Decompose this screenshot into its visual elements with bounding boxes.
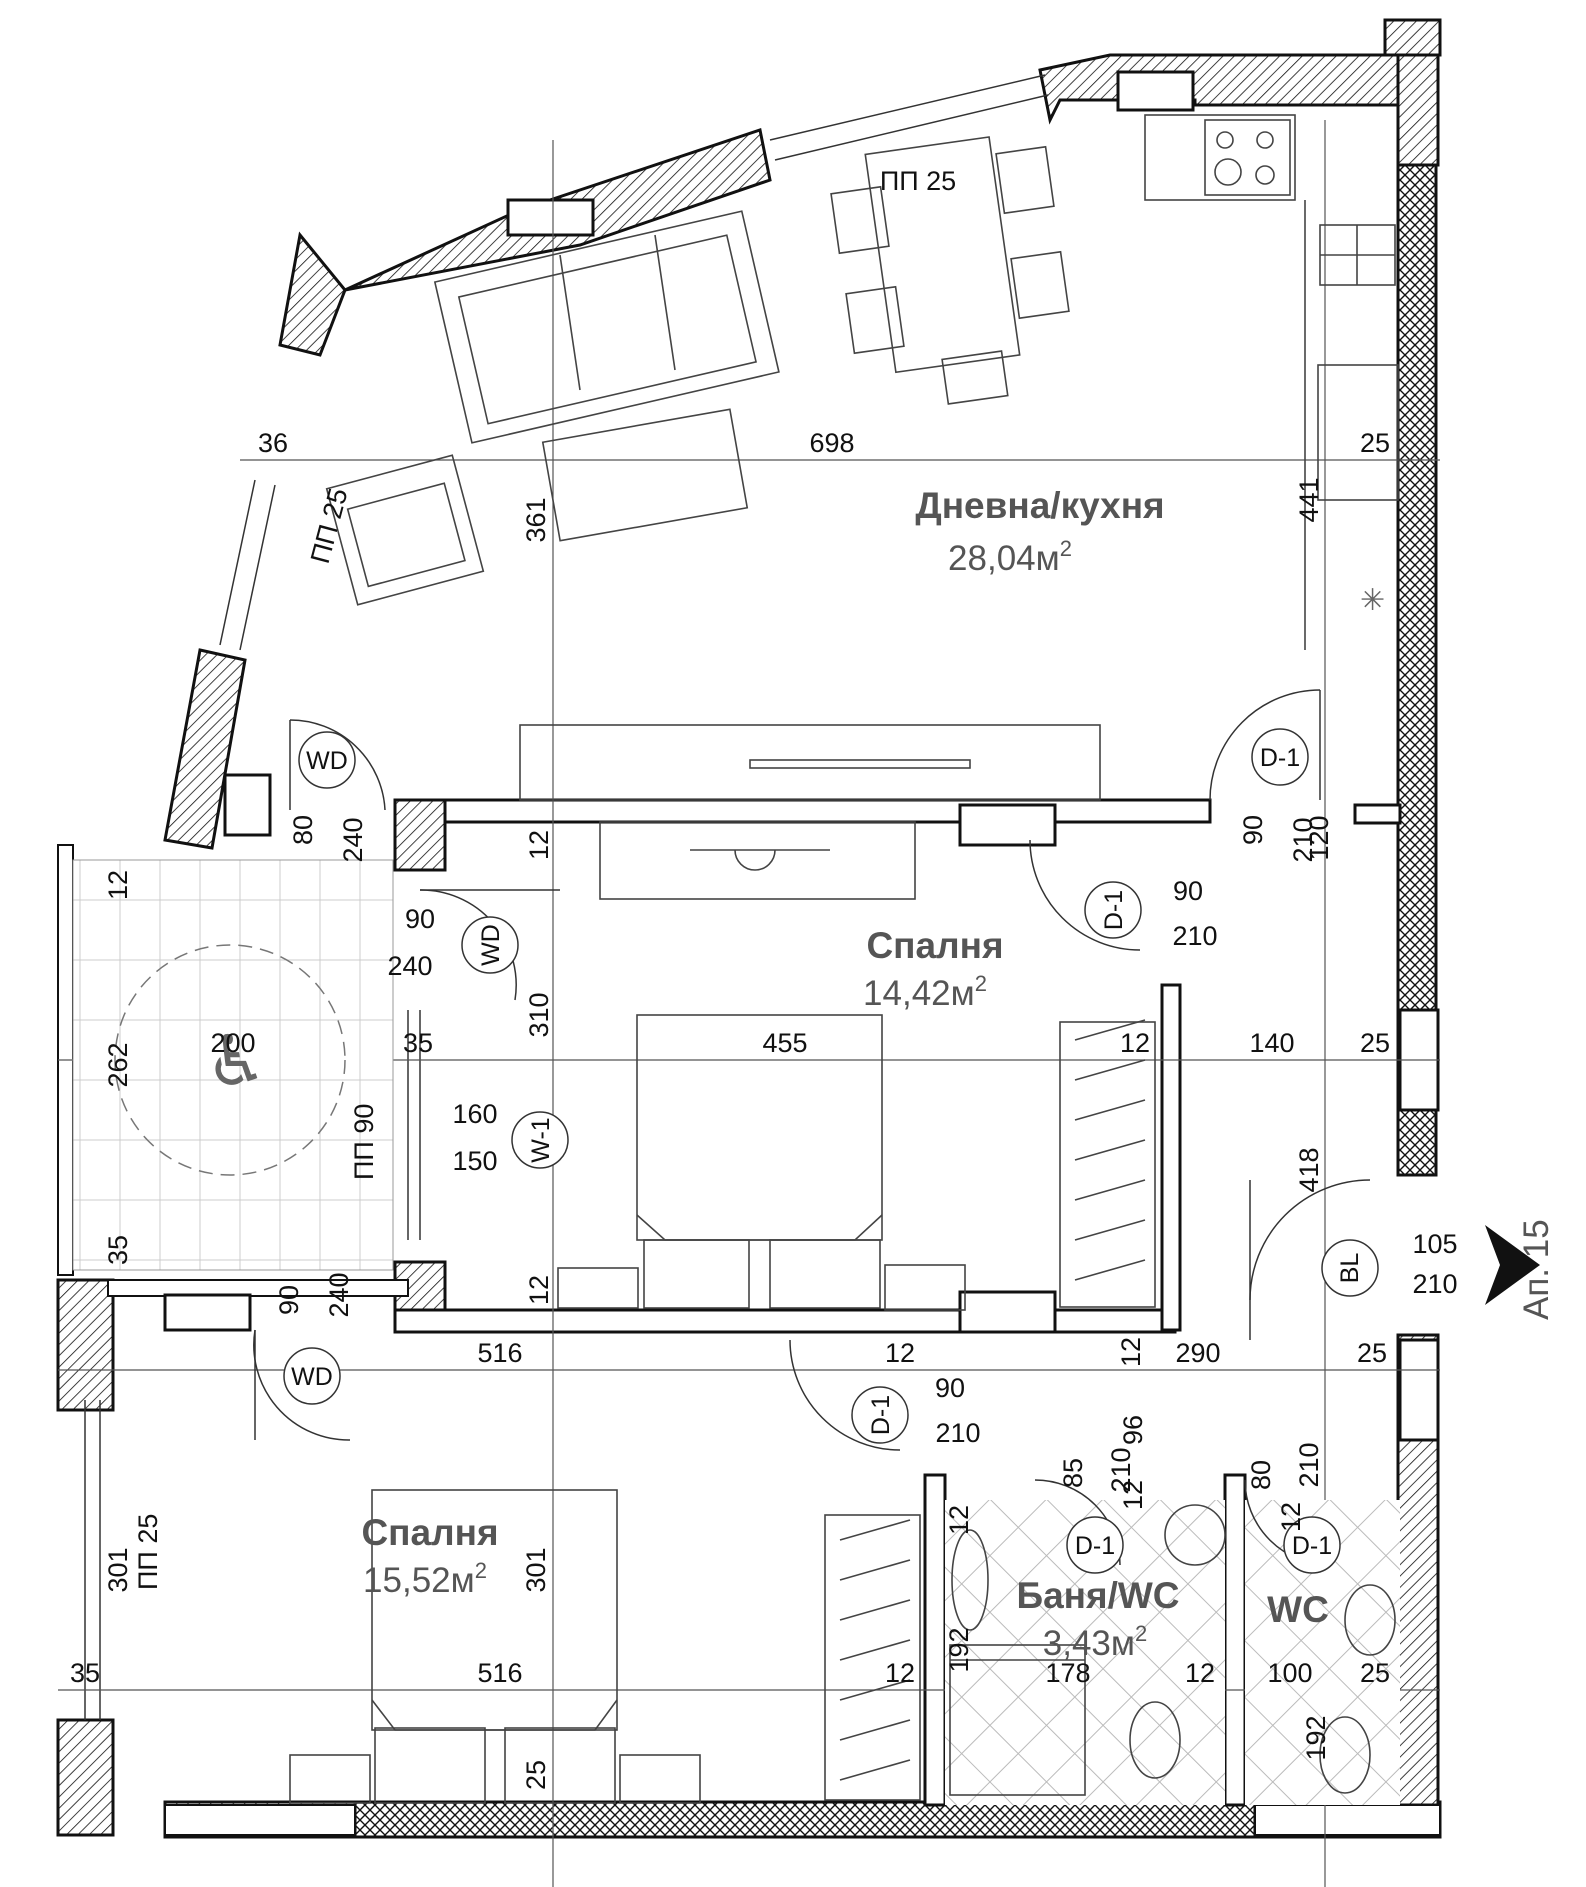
tag-wd-1: WD (306, 747, 348, 775)
dim-96: 96 (1118, 1415, 1148, 1445)
tags: WD D-1 D-1 WD W-1 BL WD D-1 D-1 D-1 (291, 744, 1364, 1560)
tag-wd-2: WD (477, 924, 505, 966)
dim-200: 200 (210, 1028, 255, 1058)
dim-441: 441 (1294, 477, 1324, 522)
svg-text:✳: ✳ (1360, 583, 1385, 618)
room-area-bed2: 15,52м2 (363, 1558, 487, 1600)
tag-bl: BL (1336, 1253, 1364, 1284)
dim-192-b: 192 (1301, 1715, 1331, 1760)
dim-35-b: 35 (103, 1235, 133, 1265)
tag-d1-wc: D-1 (1292, 1532, 1332, 1560)
walls (56, 18, 1442, 1839)
dim-262: 262 (103, 1042, 133, 1087)
dim-25-e: 25 (521, 1760, 551, 1790)
dim-140: 140 (1249, 1028, 1294, 1058)
dim-361: 361 (521, 497, 551, 542)
dim-210-a: 210 (1288, 817, 1318, 862)
dim-210-e: 210 (1106, 1447, 1136, 1492)
dim-12-c: 12 (1120, 1028, 1150, 1058)
apartment-label: Ап. 15 (1517, 1219, 1556, 1320)
dim-178: 178 (1045, 1658, 1090, 1688)
dim-301-b: 301 (521, 1547, 551, 1592)
dim-160: 160 (452, 1099, 497, 1129)
opening-pp25-bed2: ПП 25 (133, 1514, 163, 1590)
dim-90-e: 90 (935, 1373, 965, 1403)
dim-85: 85 (1058, 1458, 1088, 1488)
dim-25-a: 25 (1360, 428, 1390, 458)
dim-35-a: 35 (403, 1028, 433, 1058)
dim-12-f: 12 (1116, 1337, 1146, 1367)
room-area-bed1: 14,42м2 (863, 971, 987, 1013)
tag-circles (283, 728, 1379, 1574)
tag-d1-bath: D-1 (1075, 1532, 1115, 1560)
dim-516-a: 516 (477, 1338, 522, 1368)
dim-301-a: 301 (103, 1547, 133, 1592)
tag-d1-bed2: D-1 (867, 1395, 895, 1435)
opening-pp25-top: ПП 25 (880, 166, 956, 196)
dim-90-d: 90 (274, 1285, 304, 1315)
dim-12-d: 12 (524, 1275, 554, 1305)
furniture: ✳ (289, 114, 1399, 1804)
dim-80-b: 80 (1246, 1460, 1276, 1490)
dim-35-c: 35 (70, 1658, 100, 1688)
dim-12-e: 12 (885, 1338, 915, 1368)
dim-12-h: 12 (1276, 1502, 1306, 1532)
dim-12-i: 12 (944, 1505, 974, 1535)
opening-pp25-left: ПП 25 (305, 485, 354, 567)
dim-90-b: 90 (405, 904, 435, 934)
wheelchair-icon: ♿ (205, 1020, 268, 1102)
wheelchair-turning-circle (114, 944, 346, 1176)
dim-120: 120 (1304, 815, 1334, 860)
dim-100: 100 (1267, 1658, 1312, 1688)
dim-105: 105 (1412, 1229, 1457, 1259)
dim-210-f: 210 (1294, 1442, 1324, 1487)
balcony-floor (72, 859, 394, 1271)
dim-240-b: 240 (387, 951, 432, 981)
dim-12-a: 12 (524, 830, 554, 860)
dim-90-c: 90 (1173, 876, 1203, 906)
dim-698: 698 (809, 428, 854, 458)
dim-310: 310 (524, 992, 554, 1037)
dim-36: 36 (258, 428, 288, 458)
dim-240-a: 240 (338, 817, 368, 862)
entrance-arrow-icon (1485, 1225, 1540, 1305)
room-labels: Дневна/кухня 28,04м2 Спалня 14,42м2 Спал… (361, 485, 1556, 1663)
dim-192-a: 192 (944, 1627, 974, 1672)
room-name-living: Дневна/кухня (915, 485, 1164, 526)
room-name-bath: Баня/WC (1016, 1575, 1179, 1616)
tag-d1-living: D-1 (1260, 744, 1300, 772)
dim-12-g: 12 (1118, 1480, 1148, 1510)
opening-labels: ПП 25 ПП 25 ПП 90 ПП 25 (133, 166, 956, 1590)
dim-210-c: 210 (1412, 1269, 1457, 1299)
dim-25-d: 25 (1360, 1658, 1390, 1688)
dim-290: 290 (1175, 1338, 1220, 1368)
dimension-labels: 36 698 25 361 441 90 210 120 80 240 12 1… (70, 428, 1458, 1790)
room-name-wc: WC (1267, 1589, 1329, 1630)
dim-12-k: 12 (1185, 1658, 1215, 1688)
dim-210-b: 210 (1172, 921, 1217, 951)
dim-150: 150 (452, 1146, 497, 1176)
tag-d1-bed1: D-1 (1100, 890, 1128, 930)
dim-418: 418 (1294, 1147, 1324, 1192)
dim-210-d: 210 (935, 1418, 980, 1448)
dim-240-c: 240 (324, 1272, 354, 1317)
dim-455: 455 (762, 1028, 807, 1058)
dim-80-a: 80 (288, 815, 318, 845)
dim-25-b: 25 (1360, 1028, 1390, 1058)
dim-90-a: 90 (1238, 815, 1268, 845)
dim-25-c: 25 (1357, 1338, 1387, 1368)
room-area-living: 28,04м2 (948, 536, 1072, 578)
dim-12-j: 12 (885, 1658, 915, 1688)
opening-pp90: ПП 90 (349, 1104, 379, 1180)
dim-516-b: 516 (477, 1658, 522, 1688)
dim-12-b: 12 (103, 870, 133, 900)
room-area-bath: 3,43м2 (1043, 1621, 1147, 1663)
room-name-bed2: Спалня (361, 1512, 498, 1553)
windows (84, 74, 1049, 1720)
tag-w1: W-1 (527, 1117, 555, 1162)
tag-wd-3: WD (291, 1363, 333, 1391)
room-name-bed1: Спалня (866, 925, 1003, 966)
